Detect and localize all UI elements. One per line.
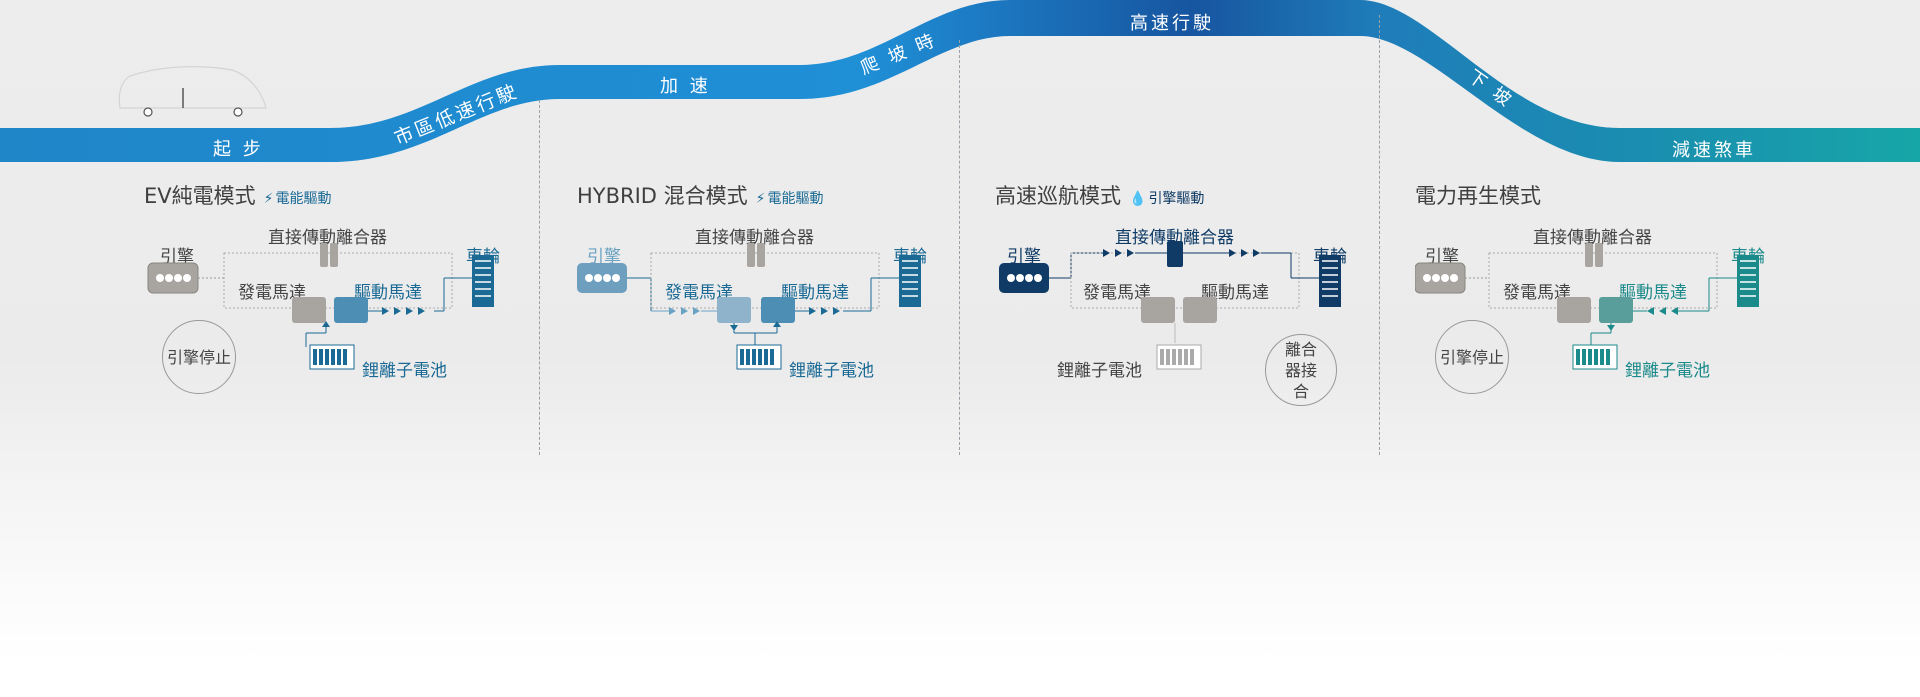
drive-type: ⚡電能驅動 bbox=[264, 191, 332, 207]
powertrain-diagram bbox=[1415, 243, 1759, 370]
engine-label: 引擎 bbox=[1007, 247, 1041, 267]
engine-label: 引擎 bbox=[1425, 247, 1459, 267]
drive-motor-icon bbox=[1599, 297, 1633, 323]
clutch-icon bbox=[1585, 243, 1603, 267]
engine-stop-badge: 引擎停止 bbox=[162, 320, 236, 394]
generator-icon bbox=[292, 297, 326, 323]
mode-title-text: EV純電模式 bbox=[144, 184, 256, 208]
drive-motor-label: 驅動馬達 bbox=[1201, 283, 1269, 303]
generator-label: 發電馬達 bbox=[665, 283, 733, 303]
battery-icon bbox=[1572, 344, 1618, 370]
mode-title: 電力再生模式 bbox=[1415, 180, 1541, 210]
power-flow-arrows bbox=[1229, 249, 1260, 257]
clutch-label: 直接傳動離合器 bbox=[1115, 228, 1234, 248]
car-wheel-icon bbox=[233, 107, 243, 117]
drive-motor-label: 驅動馬達 bbox=[354, 283, 422, 303]
powertrain-diagram bbox=[577, 243, 921, 370]
car-wheel-icon bbox=[143, 107, 153, 117]
power-flow-arrows bbox=[382, 307, 425, 315]
section-divider bbox=[1379, 15, 1380, 455]
battery-label: 鋰離子電池 bbox=[1057, 361, 1142, 381]
drive-type-text: 引擎驅動 bbox=[1148, 191, 1205, 207]
car-outline-icon bbox=[118, 66, 267, 109]
mode-title: HYBRID 混合模式 ⚡電能驅動 bbox=[577, 180, 824, 210]
mode-title: EV純電模式 ⚡電能驅動 bbox=[144, 180, 331, 210]
engine-label: 引擎 bbox=[160, 247, 194, 267]
mode-title-text: 電力再生模式 bbox=[1415, 184, 1541, 208]
wheel-icon bbox=[1737, 255, 1759, 307]
powertrain-diagram bbox=[999, 241, 1341, 370]
power-flow-arrows bbox=[1103, 249, 1134, 257]
generator-icon bbox=[1557, 297, 1591, 323]
power-flow-arrows bbox=[809, 307, 840, 315]
section-divider bbox=[959, 40, 960, 455]
stage-accelerate: 加 速 bbox=[660, 76, 711, 97]
engine-icon bbox=[147, 262, 199, 294]
engine-stop-badge: 引擎停止 bbox=[1435, 320, 1509, 394]
generator-icon bbox=[1141, 297, 1175, 323]
drive-type: ⚡電能驅動 bbox=[756, 191, 824, 207]
engine-icon bbox=[1415, 262, 1466, 294]
mode-panel-regen: 電力再生模式 直接傳動離合器 引擎 車輪 發電馬達 驅動馬達 鋰離子電池 引擎停… bbox=[1415, 180, 1815, 420]
drive-motor-label: 驅動馬達 bbox=[1619, 283, 1687, 303]
clutch-label: 直接傳動離合器 bbox=[1533, 228, 1652, 248]
clutch-label: 直接傳動離合器 bbox=[695, 228, 814, 248]
battery-label: 鋰離子電池 bbox=[1625, 361, 1710, 381]
engine-label: 引擎 bbox=[587, 247, 621, 267]
battery-icon bbox=[736, 344, 782, 370]
clutch-engaged-badge: 離合器接合 bbox=[1265, 334, 1337, 406]
battery-label: 鋰離子電池 bbox=[362, 361, 447, 381]
battery-label: 鋰離子電池 bbox=[789, 361, 874, 381]
clutch-icon bbox=[1167, 241, 1183, 267]
mode-panel-hybrid: HYBRID 混合模式⚡電能驅動 直接傳動離合器 引擎 車輪 發電馬達 驅動馬達… bbox=[577, 180, 977, 420]
stage-start: 起 步 bbox=[213, 139, 264, 160]
drive-type: 💧引擎驅動 bbox=[1129, 191, 1204, 207]
section-divider bbox=[539, 100, 540, 455]
wheel-icon bbox=[1319, 255, 1341, 307]
generator-label: 發電馬達 bbox=[1083, 283, 1151, 303]
stage-braking: 減速煞車 bbox=[1672, 140, 1756, 161]
drive-motor-icon bbox=[761, 297, 795, 323]
drive-type-text: 電能驅動 bbox=[767, 191, 824, 207]
mode-title-text: HYBRID 混合模式 bbox=[577, 184, 748, 208]
generator-label: 發電馬達 bbox=[1503, 283, 1571, 303]
mode-title-text: 高速巡航模式 bbox=[995, 184, 1121, 208]
drive-motor-icon bbox=[334, 297, 368, 323]
regen-flow-arrows bbox=[1647, 307, 1678, 315]
clutch-icon bbox=[747, 243, 765, 267]
lightning-icon: ⚡ bbox=[263, 191, 274, 207]
engine-icon bbox=[577, 263, 627, 293]
mode-title: 高速巡航模式 💧引擎驅動 bbox=[995, 180, 1204, 210]
stage-highway: 高速行駛 bbox=[1130, 13, 1214, 34]
lightning-icon: ⚡ bbox=[755, 191, 766, 207]
clutch-icon bbox=[320, 243, 338, 267]
battery-icon bbox=[1156, 344, 1202, 370]
generator-label: 發電馬達 bbox=[238, 283, 306, 303]
road-band bbox=[0, 0, 1920, 162]
mode-panel-ev: EV純電模式⚡電能驅動 直接傳動離合器 引擎 車輪 發電馬達 驅動馬達 鋰離子電… bbox=[144, 180, 544, 420]
generator-icon bbox=[717, 297, 751, 323]
powertrain-diagram bbox=[147, 243, 494, 370]
engine-icon bbox=[999, 263, 1049, 293]
clutch-label: 直接傳動離合器 bbox=[268, 228, 387, 248]
battery-icon bbox=[309, 344, 355, 370]
wheel-icon bbox=[899, 255, 921, 307]
drive-type-text: 電能驅動 bbox=[275, 191, 332, 207]
fuel-drop-icon: 💧 bbox=[1129, 191, 1147, 207]
mode-panel-highway: 高速巡航模式💧引擎驅動 直接傳動離合器 引擎 車輪 發電馬達 驅動馬達 鋰離子電… bbox=[995, 180, 1395, 420]
drive-motor-icon bbox=[1183, 297, 1217, 323]
power-flow-arrows bbox=[669, 307, 700, 315]
drive-motor-label: 驅動馬達 bbox=[781, 283, 849, 303]
wheel-icon bbox=[472, 255, 494, 307]
